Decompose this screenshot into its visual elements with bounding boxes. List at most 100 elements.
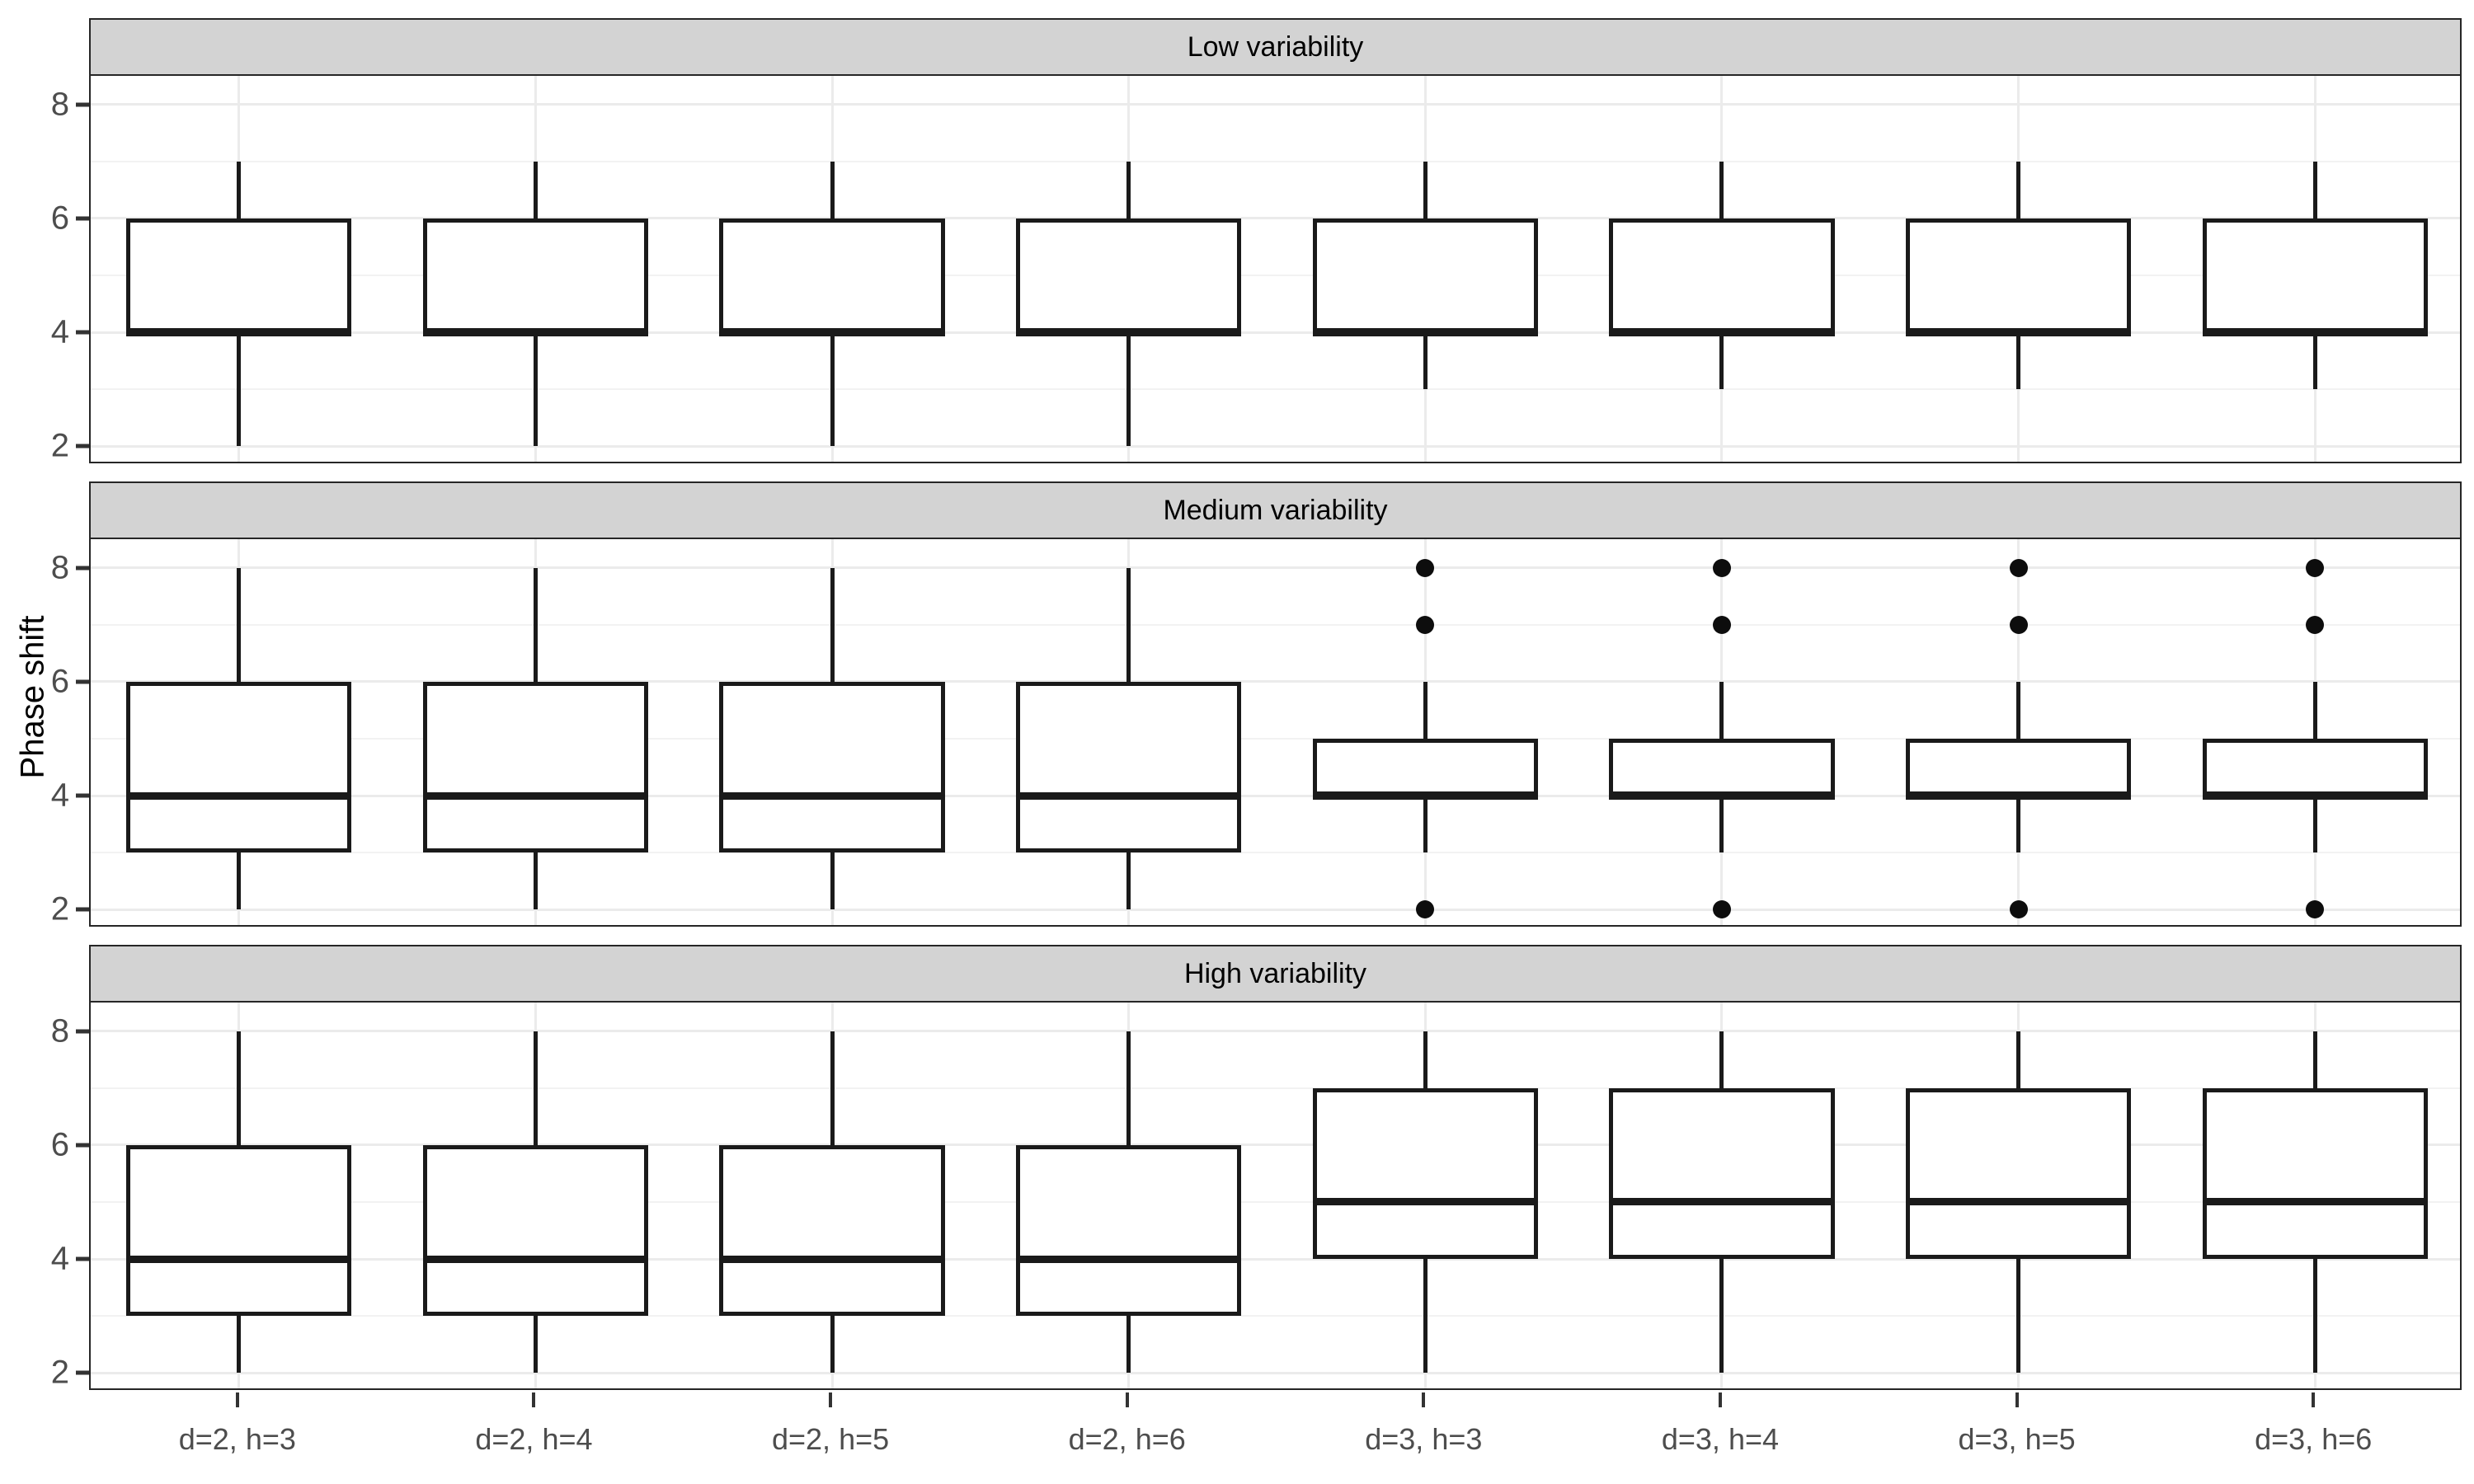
- x-tick-mark: [829, 1392, 833, 1407]
- y-tick-label: 4: [50, 313, 69, 350]
- y-tick-label: 6: [50, 1126, 69, 1163]
- outlier-point: [1712, 558, 1731, 577]
- y-tick-mark: [76, 907, 89, 912]
- median-line: [422, 1255, 649, 1263]
- x-tick-mark: [532, 1392, 536, 1407]
- gridline-major: [91, 566, 2460, 570]
- x-tick-label: d=2, h=6: [1068, 1422, 1186, 1456]
- boxplot: [1573, 539, 1870, 925]
- x-tick-mark: [1718, 1392, 1722, 1407]
- x-tick-label: d=3, h=3: [1365, 1422, 1483, 1456]
- y-tick-mark: [76, 330, 89, 335]
- boxplot: [2166, 1003, 2460, 1388]
- y-tick-label: 6: [50, 663, 69, 700]
- gridline-minor: [91, 1200, 2460, 1203]
- gridline-major: [91, 331, 2460, 334]
- boxplot: [388, 539, 684, 925]
- outlier-point: [2009, 615, 2028, 634]
- box-iqr: [126, 1144, 352, 1317]
- outlier-point: [1416, 615, 1435, 634]
- gridline-major: [91, 680, 2460, 683]
- y-tick-mark: [76, 1370, 89, 1375]
- gridline-minor: [91, 274, 2460, 276]
- boxplot: [91, 76, 388, 462]
- box-iqr: [422, 1144, 649, 1317]
- y-tick-label: 8: [50, 86, 69, 123]
- facet-strip-text: Low variability: [1187, 31, 1364, 63]
- median-line: [1609, 328, 1835, 336]
- median-line: [1609, 791, 1835, 800]
- box-iqr: [2202, 218, 2428, 333]
- median-line: [2202, 791, 2428, 800]
- y-tick-label: 6: [50, 200, 69, 237]
- x-tick-label: d=2, h=5: [771, 1422, 890, 1456]
- box-iqr: [1609, 1087, 1835, 1260]
- median-line: [1312, 328, 1538, 336]
- median-line: [1312, 1198, 1538, 1206]
- gridline-major: [91, 908, 2460, 911]
- gridline-major: [91, 794, 2460, 797]
- boxplot: [981, 539, 1277, 925]
- box-iqr: [719, 681, 945, 853]
- y-tick-label: 4: [50, 777, 69, 814]
- outlier-point: [1416, 900, 1435, 919]
- boxplot: [91, 539, 388, 925]
- x-tick-label: d=3, h=4: [1661, 1422, 1780, 1456]
- median-line: [1905, 328, 2132, 336]
- y-tick-label: 2: [50, 427, 69, 464]
- plot-panel: [89, 539, 2462, 927]
- boxplot: [1870, 539, 2167, 925]
- plot-panel: [89, 1003, 2462, 1390]
- facet-strip-label: High variability: [89, 945, 2462, 1003]
- boxplot: [388, 1003, 684, 1388]
- y-tick-label: 4: [50, 1240, 69, 1277]
- median-line: [1016, 328, 1242, 336]
- boxplot: [1277, 76, 1574, 462]
- x-tick-label: d=3, h=6: [2255, 1422, 2373, 1456]
- median-line: [1609, 1198, 1835, 1206]
- box-iqr: [126, 681, 352, 853]
- median-line: [126, 791, 352, 800]
- gridline-major: [91, 217, 2460, 220]
- facet-2: Medium variability: [89, 481, 2462, 927]
- boxplot: [1277, 1003, 1574, 1388]
- y-tick-label: 8: [50, 549, 69, 586]
- y-tick-label: 8: [50, 1012, 69, 1050]
- box-iqr: [1016, 218, 1242, 333]
- box-iqr: [1016, 681, 1242, 853]
- boxplot: [1573, 76, 1870, 462]
- boxplot: [91, 1003, 388, 1388]
- median-line: [1016, 791, 1242, 800]
- outlier-point: [2009, 900, 2028, 919]
- median-line: [422, 328, 649, 336]
- gridline-major: [91, 1371, 2460, 1374]
- median-line: [1312, 791, 1538, 800]
- boxplot: [981, 76, 1277, 462]
- boxplot: [2166, 539, 2460, 925]
- x-tick-label: d=2, h=4: [475, 1422, 593, 1456]
- box-iqr: [1905, 218, 2132, 333]
- median-line: [1016, 1255, 1242, 1263]
- median-line: [1905, 791, 2132, 800]
- y-tick-label: 2: [50, 890, 69, 928]
- box-iqr: [422, 681, 649, 853]
- gridline-major: [91, 444, 2460, 448]
- facet-strip-label: Medium variability: [89, 481, 2462, 539]
- plot-panel: [89, 76, 2462, 463]
- outlier-point: [2306, 900, 2325, 919]
- facet-strip-text: High variability: [1183, 957, 1367, 989]
- outlier-point: [1416, 558, 1435, 577]
- y-tick-mark: [76, 679, 89, 684]
- box-iqr: [1312, 738, 1538, 796]
- median-line: [422, 791, 649, 800]
- gridline-minor: [91, 1087, 2460, 1089]
- y-tick-mark: [76, 1143, 89, 1148]
- box-iqr: [422, 218, 649, 333]
- y-tick-mark: [76, 1256, 89, 1261]
- box-iqr: [2202, 738, 2428, 796]
- gridline-minor: [91, 852, 2460, 854]
- box-iqr: [1609, 738, 1835, 796]
- box-iqr: [719, 218, 945, 333]
